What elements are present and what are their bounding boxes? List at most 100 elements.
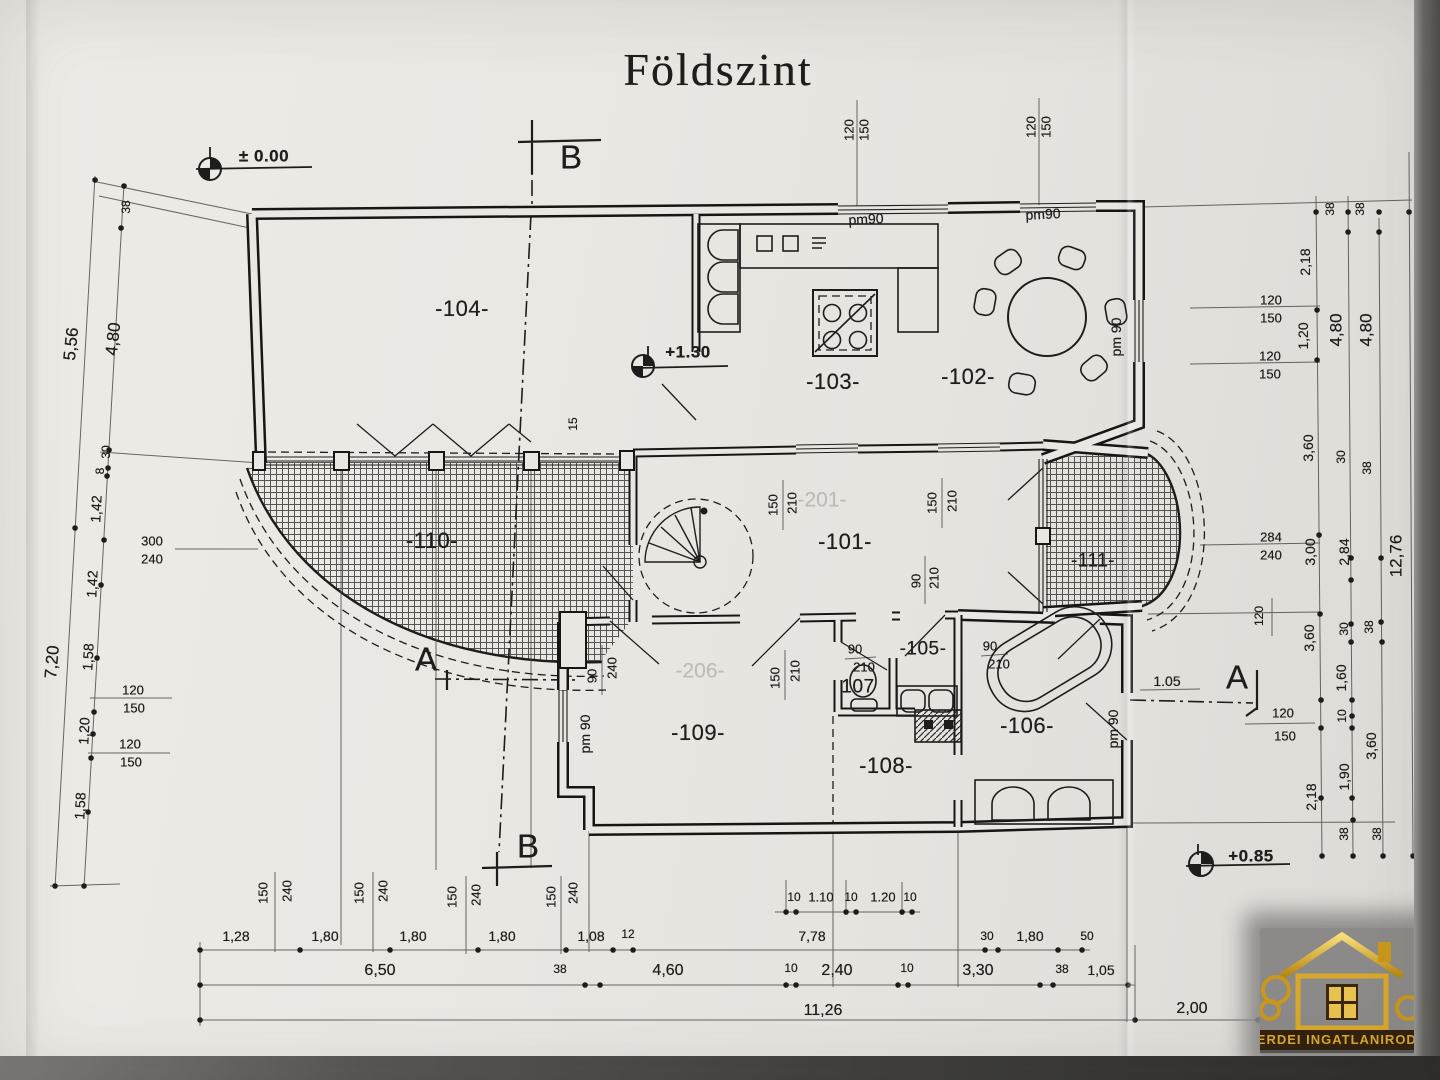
opening-size-label: 90 bbox=[584, 668, 600, 684]
room-number-label: -106- bbox=[1000, 713, 1054, 738]
opening-size-label: 150 bbox=[123, 700, 145, 716]
dimension-label: 1,80 bbox=[1016, 928, 1044, 944]
dimension-label: 3,30 bbox=[962, 962, 994, 979]
dimension-label: 10 bbox=[787, 890, 801, 904]
dimension-label: 1,20 bbox=[1295, 322, 1311, 350]
level-value-label: +1.30 bbox=[665, 342, 711, 362]
dimension-label: 2,84 bbox=[1336, 538, 1352, 566]
dimension-label: 3,00 bbox=[1302, 538, 1318, 566]
dimension-label: 10 bbox=[1335, 709, 1349, 723]
dimension-label: 4,80 bbox=[101, 321, 125, 357]
dimension-label: 12 bbox=[621, 927, 635, 941]
kitchen-fixtures bbox=[697, 223, 939, 357]
opening-size-label: 120 bbox=[1023, 116, 1039, 138]
opening-size-label: 240 bbox=[279, 880, 295, 902]
opening-size-label: 90 bbox=[908, 573, 924, 589]
opening-size-label: 240 bbox=[375, 880, 391, 902]
dimension-label: 2,18 bbox=[1303, 783, 1319, 811]
opening-size-label: 150 bbox=[351, 882, 367, 904]
dimension-label: 1,42 bbox=[87, 494, 105, 524]
dimension-label: 10 bbox=[844, 890, 858, 904]
dimension-label: 38 bbox=[1370, 827, 1384, 841]
dimension-label: 38 bbox=[1323, 202, 1337, 216]
dashed-lines bbox=[235, 295, 1206, 826]
dimension-label: 30 bbox=[980, 929, 994, 943]
opening-size-label: 150 bbox=[856, 119, 872, 141]
dimension-label: 3,60 bbox=[1301, 624, 1317, 652]
dimension-label: 1,58 bbox=[71, 791, 89, 821]
dimension-label: 10 bbox=[900, 961, 914, 975]
section-letter: B bbox=[516, 827, 540, 865]
opening-size-label: 150 bbox=[444, 886, 460, 908]
photo-edge-bottom bbox=[0, 1056, 1440, 1080]
dimension-label: 1.10 bbox=[808, 889, 834, 905]
dimension-label: 4,80 bbox=[1356, 313, 1376, 347]
paper-crease bbox=[1118, 0, 1136, 1058]
dimension-label: 6,50 bbox=[364, 962, 396, 979]
dimension-label: 2,00 bbox=[1176, 1000, 1208, 1017]
level-value-label: +0.85 bbox=[1228, 846, 1274, 866]
room-number-label: -103- bbox=[806, 369, 860, 394]
level-value-label: ± 0.00 bbox=[238, 146, 290, 166]
room-number-label: 107 bbox=[841, 676, 875, 698]
room-number-label: -111- bbox=[1070, 550, 1116, 572]
opening-size-label: 150 bbox=[1038, 116, 1054, 138]
dimension-label: 1,08 bbox=[577, 928, 605, 944]
dimension-label: 10 bbox=[903, 890, 917, 904]
ghost-room-number: -206- bbox=[675, 659, 725, 683]
dimension-label: 1.20 bbox=[870, 889, 896, 905]
dimension-label: 30 bbox=[1334, 450, 1348, 464]
opening-size-label: 150 bbox=[120, 754, 142, 770]
ghost-room-number: -201- bbox=[797, 488, 847, 512]
room-number-label: -109- bbox=[671, 720, 725, 745]
dimension-label: 38 bbox=[1362, 620, 1376, 634]
opening-size-label: 90 bbox=[847, 641, 863, 657]
dimension-label: 7,20 bbox=[41, 644, 63, 680]
wall-posts bbox=[252, 450, 1051, 669]
chain-dots bbox=[52, 177, 1416, 1023]
room-number-label: -110- bbox=[405, 528, 459, 553]
dimension-label: 50 bbox=[1080, 929, 1094, 943]
opening-size-label: 120 bbox=[1259, 348, 1281, 364]
opening-size-label: 210 bbox=[988, 656, 1010, 672]
house-logo-icon: ERDEI INGATLANIRODA bbox=[1257, 931, 1426, 1053]
opening-size-label: 120 bbox=[119, 736, 141, 752]
room-number-label: -104- bbox=[435, 296, 489, 321]
opening-size-label: 240 bbox=[468, 884, 484, 906]
dimension-label: 8 bbox=[93, 467, 107, 475]
dining-set bbox=[973, 245, 1128, 396]
room-number-label: -101- bbox=[818, 529, 872, 554]
opening-size-label: 150 bbox=[1259, 366, 1281, 382]
dimension-label: 10 bbox=[784, 961, 798, 975]
dimension-label: 4,80 bbox=[1326, 313, 1346, 347]
level-marker-symbols bbox=[195, 147, 1291, 877]
dimension-label: 1,90 bbox=[1336, 763, 1352, 791]
dimension-label: 38 bbox=[1360, 461, 1374, 475]
opening-size-label: 210 bbox=[787, 660, 803, 682]
agency-logo-text: ERDEI INGATLANIRODA bbox=[1260, 1032, 1424, 1047]
dimension-label: 1,58 bbox=[79, 642, 97, 672]
parapet-height-label: pm 90 bbox=[577, 714, 593, 754]
photo-edge-right bbox=[1414, 0, 1440, 1080]
section-letter: A bbox=[1225, 658, 1249, 696]
section-marker-ticks bbox=[445, 120, 1259, 886]
dimension-label: 38 bbox=[553, 962, 567, 976]
dimension-label: 11,26 bbox=[803, 1002, 843, 1019]
paper-fold-shadow bbox=[26, 0, 40, 1080]
opening-size-label: 120 bbox=[841, 119, 857, 141]
parapet-height-label: pm90 bbox=[1025, 205, 1061, 223]
dimension-label: 120 bbox=[1252, 605, 1266, 627]
room-number-label: -108- bbox=[859, 753, 913, 778]
dimension-label: 1.05 bbox=[1153, 673, 1181, 689]
dimension-label: 1,28 bbox=[222, 928, 250, 944]
opening-size-label: 150 bbox=[543, 886, 559, 908]
opening-size-label: 240 bbox=[1260, 547, 1282, 563]
opening-size-label: 90 bbox=[982, 638, 998, 654]
opening-size-label: 210 bbox=[784, 492, 800, 514]
opening-size-label: 120 bbox=[1272, 705, 1294, 721]
dimension-label: 1,80 bbox=[488, 928, 516, 944]
opening-size-label: 150 bbox=[767, 667, 783, 689]
dimension-label: 30 bbox=[99, 445, 113, 459]
